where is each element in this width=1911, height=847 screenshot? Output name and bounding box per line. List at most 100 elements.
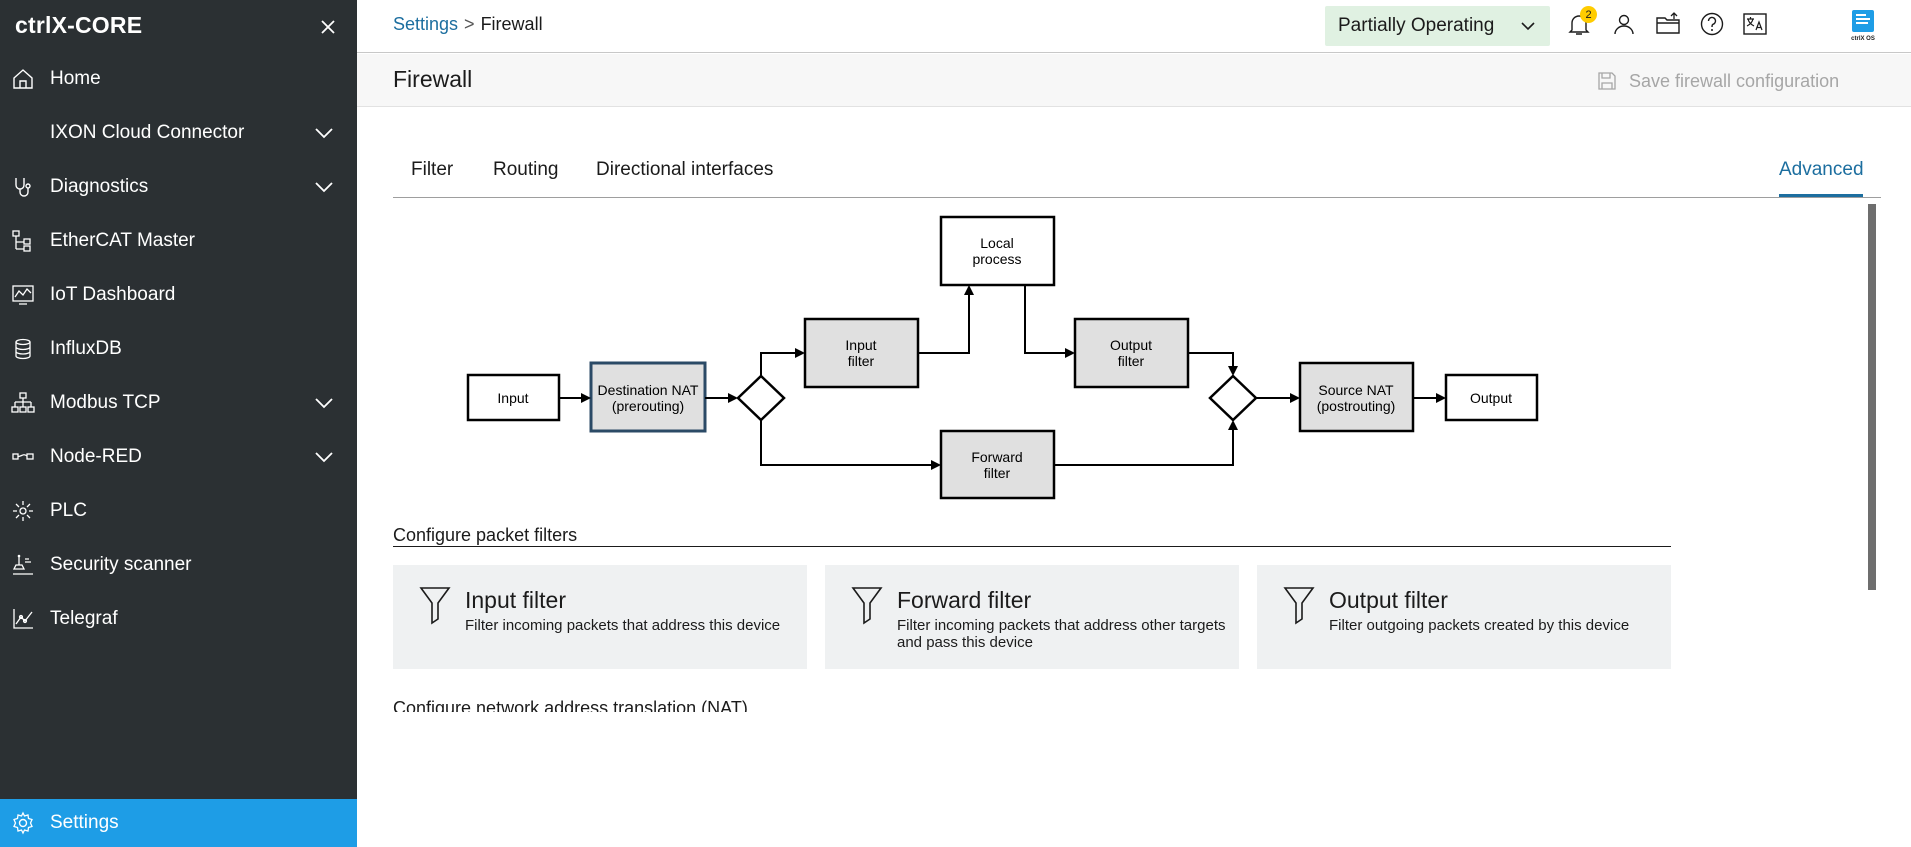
sidebar-item-label: IoT Dashboard: [50, 284, 176, 305]
tab-advanced[interactable]: Advanced: [1779, 159, 1864, 180]
status-text: Partially Operating: [1338, 15, 1495, 36]
diagram-node-input-filter[interactable]: Input filter: [803, 317, 920, 389]
scrollbar[interactable]: [1868, 204, 1876, 590]
notifications-button[interactable]: 2: [1564, 6, 1597, 41]
diagram-label-input-filter-1: Input: [845, 337, 876, 353]
sidebar-item-modbus-tcp[interactable]: Modbus TCP: [0, 376, 357, 430]
sidebar: ctrlX-CORE Home IXON Cloud Connector Dia…: [0, 0, 357, 847]
help-icon: [1699, 11, 1725, 42]
chevron-down-icon[interactable]: [312, 391, 336, 415]
chevron-down-icon[interactable]: [312, 175, 336, 199]
diagram-label-local-process-2: process: [972, 251, 1021, 267]
diagram-node-output-filter[interactable]: Output filter: [1073, 317, 1190, 389]
sidebar-item-label: IXON Cloud Connector: [50, 122, 245, 143]
filter-icon: [419, 585, 451, 630]
network-tree-icon: [10, 228, 36, 254]
user-icon: [1612, 12, 1636, 41]
card-description: Filter incoming packets that address thi…: [465, 617, 781, 634]
chevron-down-icon[interactable]: [312, 445, 336, 469]
close-icon[interactable]: [315, 14, 341, 40]
sidebar-item-influxdb[interactable]: InfluxDB: [0, 322, 357, 376]
translate-icon: [1742, 11, 1768, 42]
breadcrumb-settings-link[interactable]: Settings: [393, 14, 459, 34]
diagram-decision-routing-1: [736, 374, 786, 422]
chevron-down-icon: [1517, 15, 1539, 42]
diagram-connectors: [559, 285, 1446, 470]
save-icon: [1597, 71, 1617, 91]
section-title-nat: Configure network address translation (N…: [393, 698, 748, 712]
top-bar: Settings>Firewall Partially Operating 2: [357, 0, 1911, 53]
brand-title: ctrlX-CORE: [15, 12, 143, 38]
card-description: Filter outgoing packets created by this …: [1329, 617, 1630, 634]
sidebar-item-label: Modbus TCP: [50, 392, 161, 413]
sidebar-item-ixon-cloud-connector[interactable]: IXON Cloud Connector: [0, 106, 357, 160]
tab-routing[interactable]: Routing: [493, 159, 559, 180]
sidebar-item-label: Home: [50, 68, 101, 89]
card-title: Output filter: [1329, 587, 1448, 613]
sidebar-item-iot-dashboard[interactable]: IoT Dashboard: [0, 268, 357, 322]
diagram-label-forward-filter-2: filter: [984, 465, 1011, 481]
tab-filter[interactable]: Filter: [411, 159, 454, 180]
diagram-decision-routing-2: [1208, 374, 1258, 422]
diagram-label-output: Output: [1470, 390, 1512, 406]
sidebar-item-label: Settings: [50, 812, 119, 833]
diagram-label-output-filter-1: Output: [1110, 337, 1152, 353]
dashboard-icon: [10, 282, 36, 308]
page-title: Firewall: [393, 66, 473, 92]
folder-icon: [1655, 11, 1681, 42]
sidebar-item-label: InfluxDB: [50, 338, 122, 359]
save-button-label: Save firewall configuration: [1629, 70, 1840, 91]
diagram-label-input: Input: [497, 390, 528, 406]
sidebar-item-telegraf[interactable]: Telegraf: [0, 592, 357, 646]
diagram-node-input: Input: [466, 373, 561, 422]
diagram-node-destination-nat[interactable]: Destination NAT (prerouting): [589, 361, 707, 433]
sidebar-item-label: Diagnostics: [50, 176, 149, 197]
sidebar-item-security-scanner[interactable]: Security scanner: [0, 538, 357, 592]
page-header: Firewall Save firewall configuration: [357, 54, 1911, 107]
language-button[interactable]: [1740, 11, 1770, 41]
status-select[interactable]: Partially Operating: [1325, 6, 1550, 46]
card-output-filter[interactable]: Output filter Filter outgoing packets cr…: [1257, 565, 1671, 669]
diagram-node-output: Output: [1444, 373, 1539, 422]
card-description: Filter incoming packets that address oth…: [897, 617, 1226, 651]
section-title-packet-filters: Configure packet filters: [393, 525, 1671, 547]
filter-icon: [1283, 585, 1315, 630]
tab-directional-interfaces[interactable]: Directional interfaces: [596, 159, 774, 180]
sidebar-item-label: Telegraf: [50, 608, 118, 629]
sidebar-item-label: PLC: [50, 500, 87, 521]
active-tab-indicator: [1779, 194, 1863, 197]
network-tree-icon: [10, 390, 36, 416]
save-firewall-button[interactable]: Save firewall configuration: [1597, 67, 1839, 95]
user-button[interactable]: [1609, 11, 1639, 41]
card-input-filter[interactable]: Input filter Filter incoming packets tha…: [393, 565, 807, 669]
sidebar-item-diagnostics[interactable]: Diagnostics: [0, 160, 357, 214]
breadcrumb-current: Firewall: [480, 14, 543, 34]
diagram-label-local-process-1: Local: [980, 235, 1013, 251]
diagram-label-input-filter-2: filter: [848, 353, 875, 369]
home-icon: [10, 66, 36, 92]
files-button[interactable]: [1653, 11, 1683, 41]
card-title: Input filter: [465, 587, 566, 613]
sidebar-item-home[interactable]: Home: [0, 52, 357, 106]
security-scanner-icon: [10, 552, 36, 578]
chevron-down-icon[interactable]: [312, 121, 336, 145]
diagram-node-forward-filter[interactable]: Forward filter: [939, 429, 1056, 500]
plc-icon: [10, 498, 36, 524]
help-button[interactable]: [1697, 11, 1727, 41]
node-red-icon: [10, 444, 36, 470]
notification-badge: 2: [1580, 6, 1597, 23]
card-forward-filter[interactable]: Forward filter Filter incoming packets t…: [825, 565, 1239, 669]
sidebar-item-settings[interactable]: Settings: [0, 799, 357, 847]
filter-icon: [851, 585, 883, 630]
card-title: Forward filter: [897, 587, 1032, 613]
diagram-label-snat-2: (postrouting): [1317, 398, 1396, 414]
diagram-node-source-nat[interactable]: Source NAT (postrouting): [1298, 361, 1415, 433]
sidebar-item-ethercat-master[interactable]: EtherCAT Master: [0, 214, 357, 268]
diagram-label-dnat-1: Destination NAT: [598, 382, 699, 398]
firewall-flow-diagram: Input Destination NAT (prerouting) Input…: [393, 200, 1693, 520]
sidebar-item-plc[interactable]: PLC: [0, 484, 357, 538]
ctrlx-os-logo[interactable]: ctrlX OS: [1846, 8, 1880, 42]
diagram-label-forward-filter-1: Forward: [971, 449, 1022, 465]
diagram-label-snat-1: Source NAT: [1318, 382, 1394, 398]
sidebar-item-node-red[interactable]: Node-RED: [0, 430, 357, 484]
